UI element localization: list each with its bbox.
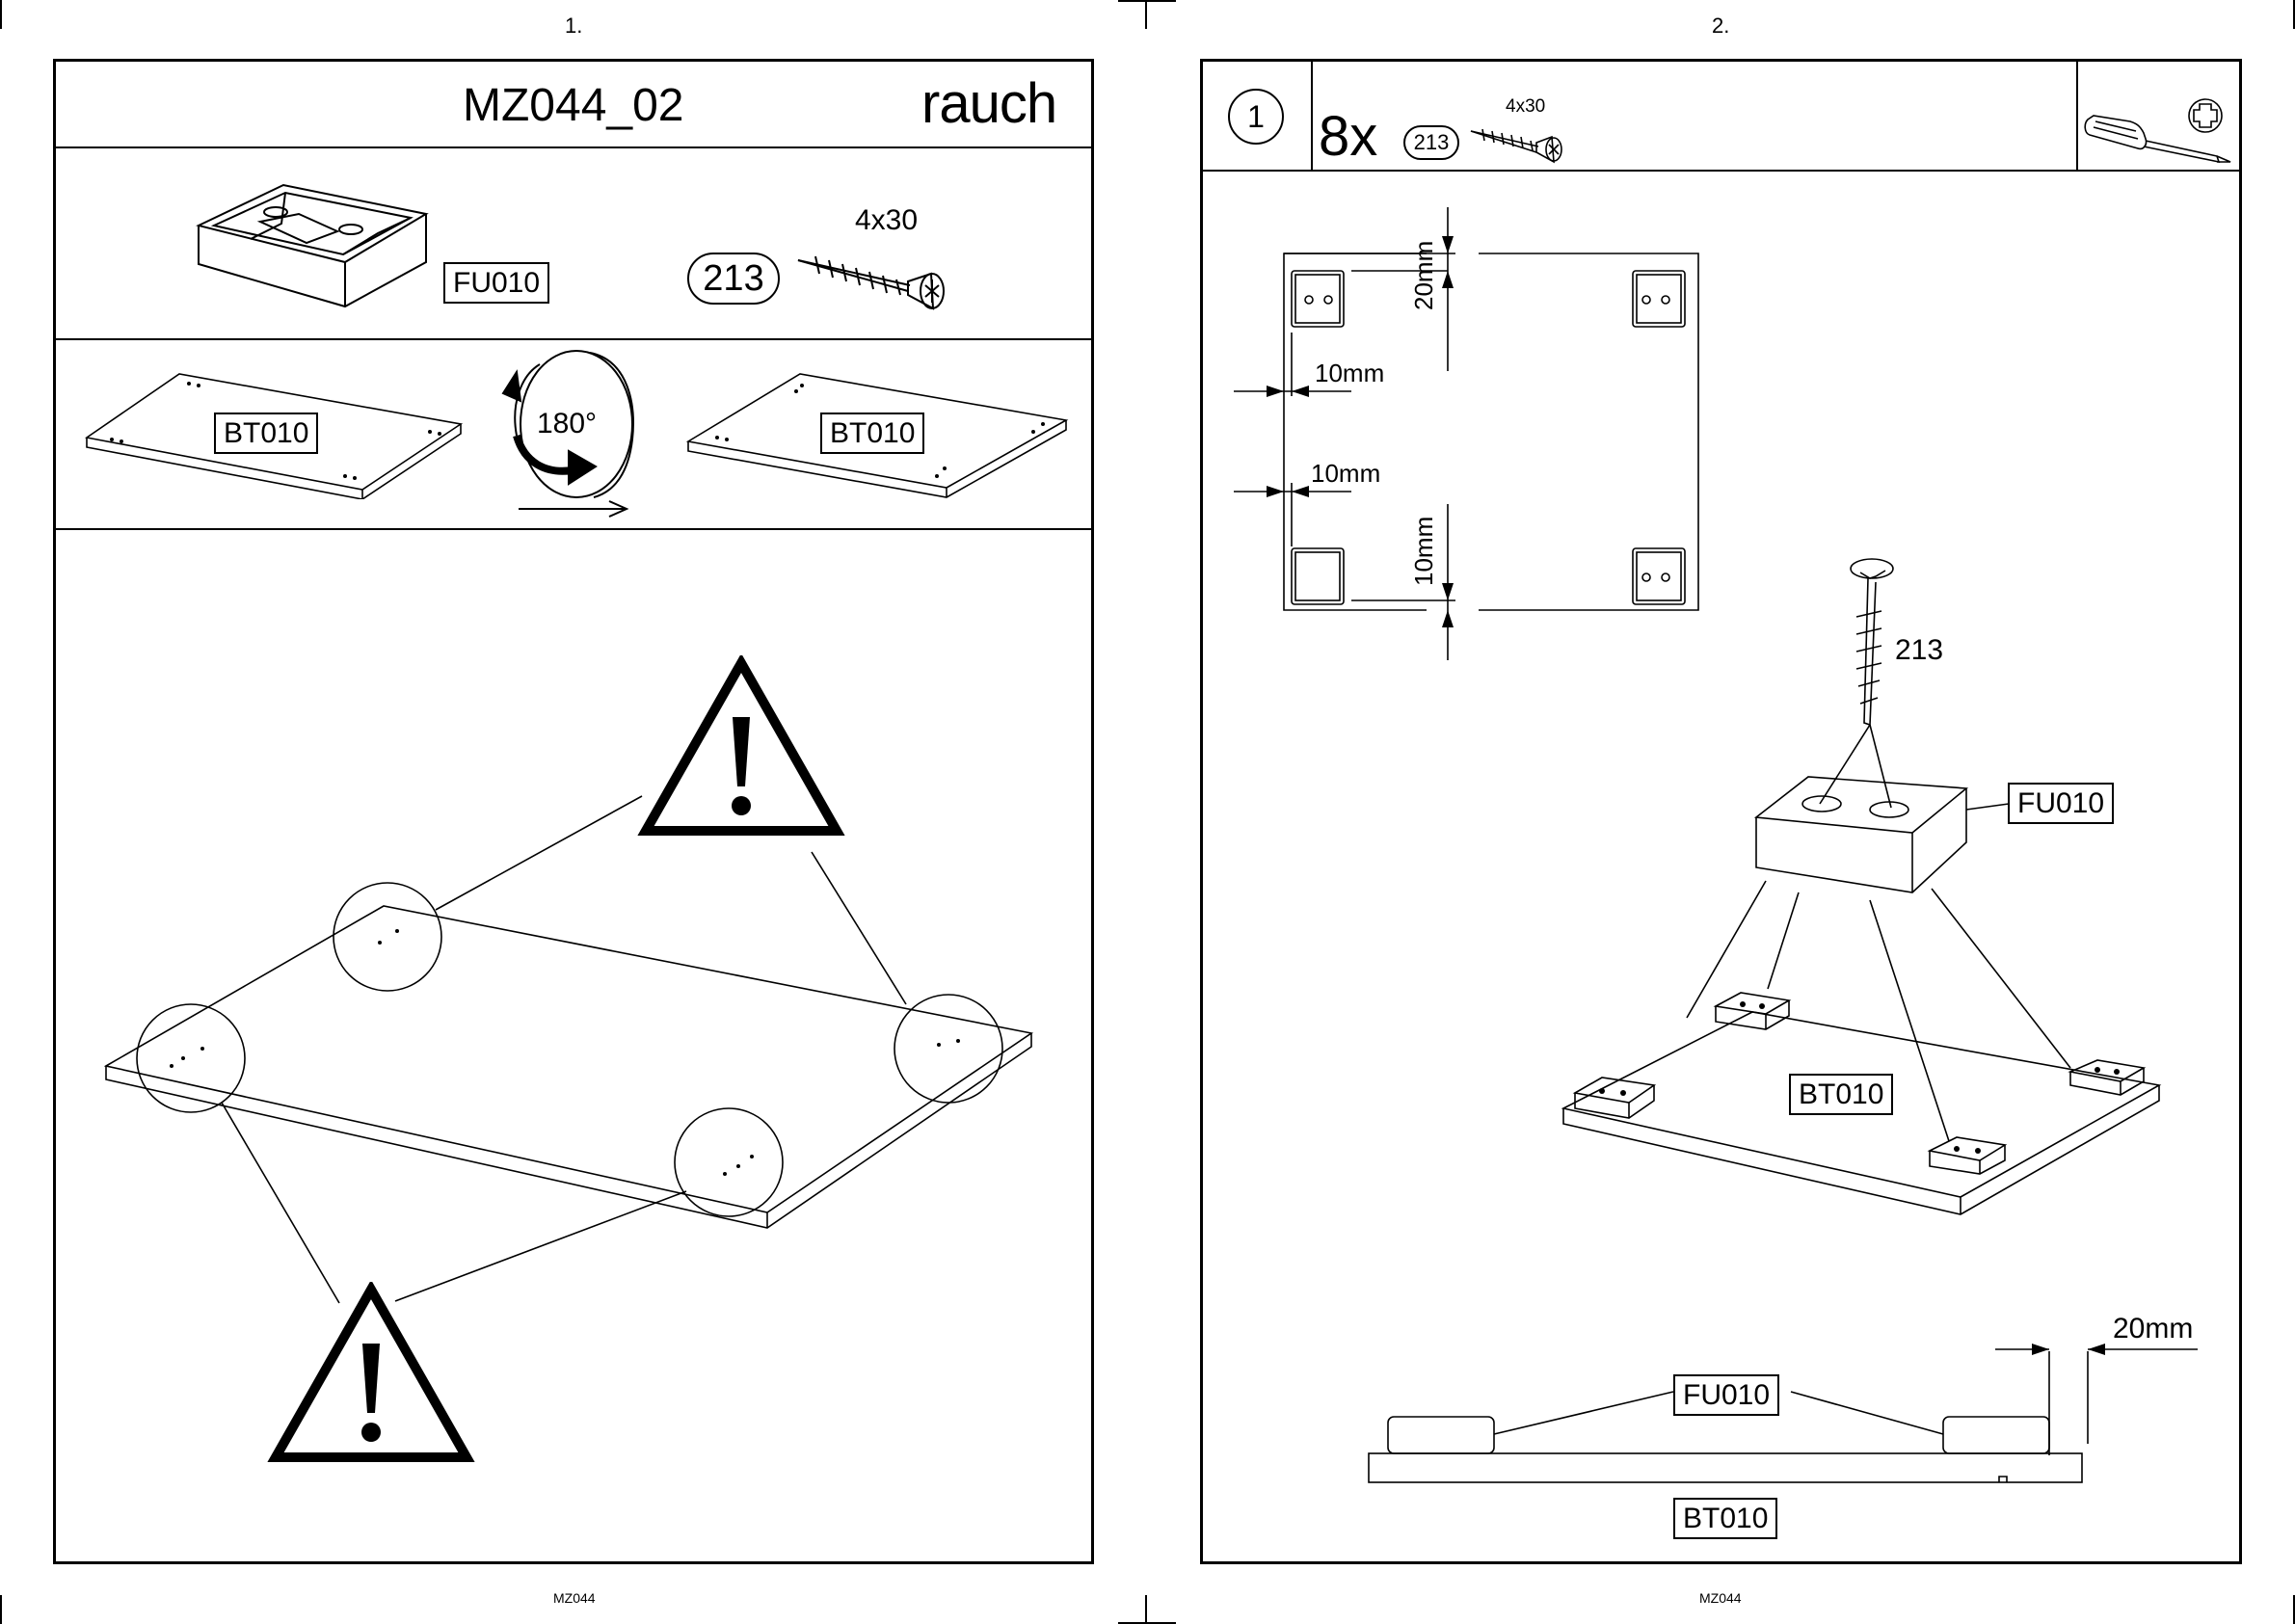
dim-bottom-vertical: 10mm [1409, 517, 1439, 586]
step-screw-size: 4x30 [1506, 96, 1545, 118]
page-footer: MZ044 [553, 1590, 596, 1606]
part-number-213: 213 [687, 253, 780, 305]
foot-block-icon [193, 175, 434, 310]
part-label-bt010: BT010 [214, 413, 318, 454]
divider [54, 146, 1093, 148]
side-foot-label: FU010 [1673, 1374, 1779, 1416]
side-board-label: BT010 [1673, 1498, 1777, 1539]
screw-icon [796, 247, 956, 310]
crop-mark [1145, 0, 1147, 29]
divider [2076, 60, 2078, 170]
model-title: MZ044_02 [463, 79, 683, 132]
screw-icon [1469, 121, 1567, 164]
dim-top-horizontal: 10mm [1315, 359, 1384, 388]
warning-triangle-icon [636, 655, 846, 839]
page-number: 2. [1712, 13, 1729, 39]
step-number: 1 [1228, 89, 1284, 145]
divider [54, 528, 1093, 530]
crop-mark [1118, 0, 1176, 2]
side-dim-label: 20mm [2113, 1313, 2193, 1345]
crop-mark [0, 0, 2, 29]
rotation-angle: 180° [537, 408, 597, 440]
step-quantity: 8x [1319, 104, 1377, 169]
side-view-illustration [1359, 1301, 2207, 1523]
phillips-screwdriver-icon [2082, 94, 2236, 168]
divider [54, 338, 1093, 340]
page-footer: MZ044 [1699, 1590, 1742, 1606]
dim-top-vertical: 20mm [1409, 241, 1439, 310]
part-label-fu010: FU010 [443, 262, 549, 304]
part-label-bt010: BT010 [820, 413, 924, 454]
divider [1201, 170, 2241, 172]
warning-illustration [58, 646, 1089, 1513]
page-number: 1. [565, 13, 582, 39]
assembly-illustration [1542, 549, 2178, 1224]
divider [1311, 60, 1313, 170]
dim-bottom-horizontal: 10mm [1311, 459, 1380, 489]
assembly-foot-label: FU010 [2008, 783, 2114, 824]
assembly-board-label: BT010 [1789, 1074, 1893, 1115]
crop-mark [1145, 1595, 1147, 1624]
step-part-number: 213 [1403, 125, 1459, 160]
screw-size: 4x30 [855, 204, 918, 237]
warning-triangle-icon [266, 1282, 476, 1465]
crop-mark [0, 1595, 2, 1624]
brand-logo: rauch [921, 71, 1056, 136]
assembly-screw-label: 213 [1895, 634, 1943, 667]
